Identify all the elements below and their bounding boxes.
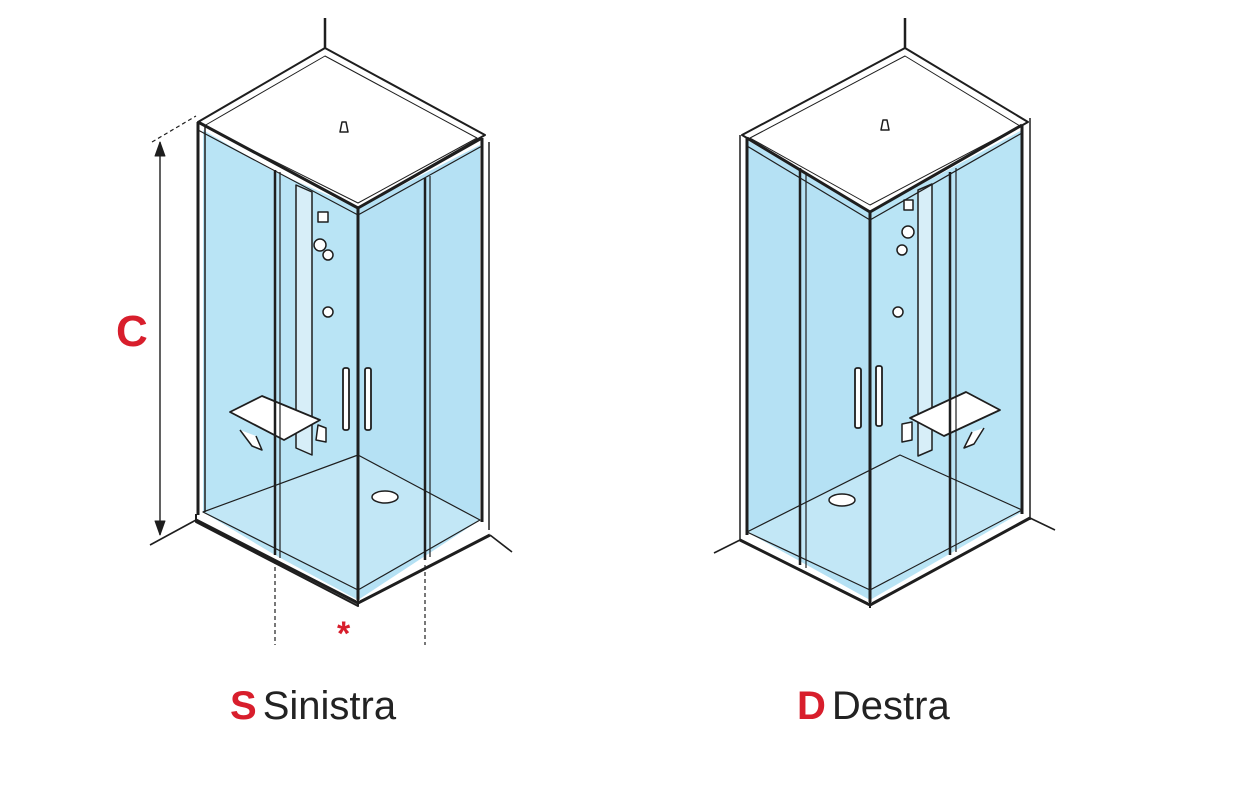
- shower-head-icon: [880, 119, 890, 131]
- caption-letter-d: D: [797, 684, 826, 728]
- door-handle-icon: [854, 367, 862, 429]
- cabin-right: [713, 18, 1056, 608]
- shower-control-icon: [317, 211, 329, 223]
- seat-icon: [909, 391, 1001, 437]
- door-handle-icon: [342, 367, 350, 431]
- caption-letter-s: S: [230, 684, 257, 728]
- shower-control-icon: [903, 199, 914, 211]
- caption-word-destra: Destra: [831, 684, 950, 728]
- drain-icon: [828, 493, 856, 507]
- shower-mixer-icon: [313, 238, 327, 252]
- shower-head-icon: [339, 121, 349, 133]
- caption-word-sinistra: Sinistra: [262, 684, 397, 728]
- shower-mixer-icon: [901, 225, 915, 239]
- dimension-label-c: C: [116, 307, 148, 356]
- cabin-left: [149, 18, 513, 645]
- drain-icon: [371, 490, 399, 504]
- asterisk-marker: *: [337, 615, 351, 653]
